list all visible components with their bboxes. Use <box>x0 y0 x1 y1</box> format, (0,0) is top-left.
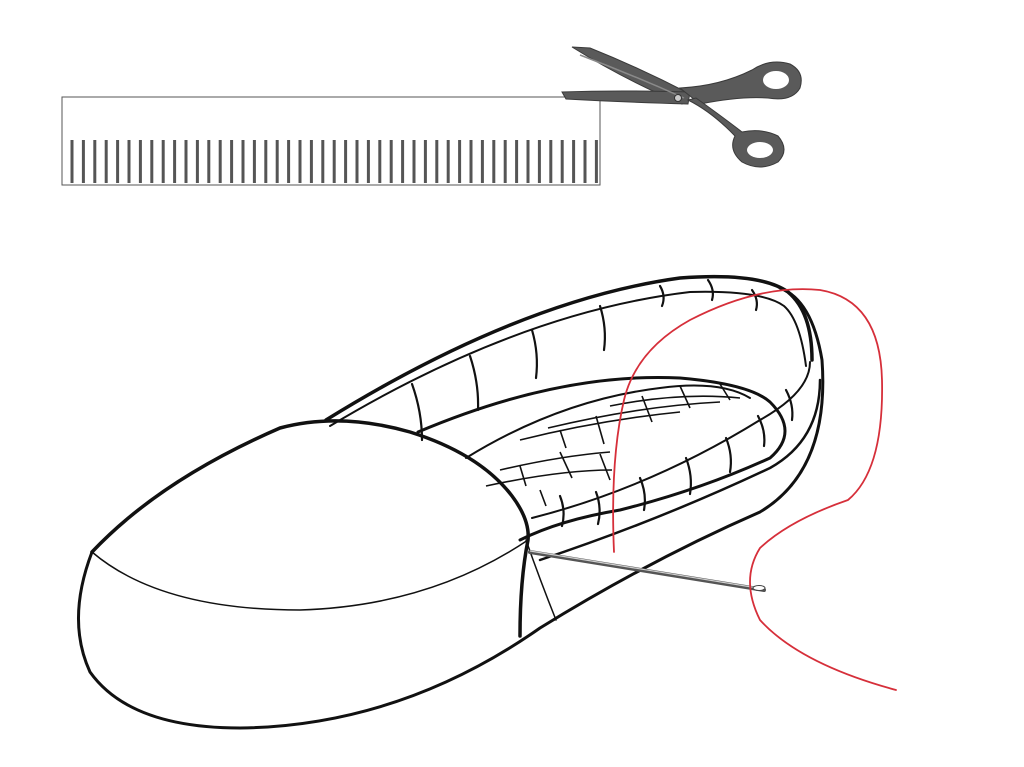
rim-stitch <box>530 328 538 380</box>
rim-stitch <box>558 494 565 528</box>
ruler-icon <box>61 96 601 186</box>
scissors-icon <box>561 46 802 168</box>
thread-icon <box>612 288 897 691</box>
rim-stitch <box>684 456 692 496</box>
ruler-ticks <box>70 140 598 183</box>
rim-stitch <box>756 414 766 448</box>
rim-stitch <box>410 382 424 442</box>
rim-stitch-marks <box>410 278 794 528</box>
slipper-icon <box>77 274 825 730</box>
rim-stitch <box>468 354 480 412</box>
rim-stitch <box>724 436 732 474</box>
rim-stitch <box>784 388 794 422</box>
rim-stitch <box>750 288 758 312</box>
rim-stitch <box>598 304 606 352</box>
insole-weave <box>485 383 741 507</box>
rim-stitch <box>706 278 714 302</box>
rim-stitch <box>638 476 646 512</box>
rim-stitch <box>594 490 601 526</box>
rim-stitch <box>658 284 665 308</box>
needle-icon <box>528 550 766 592</box>
